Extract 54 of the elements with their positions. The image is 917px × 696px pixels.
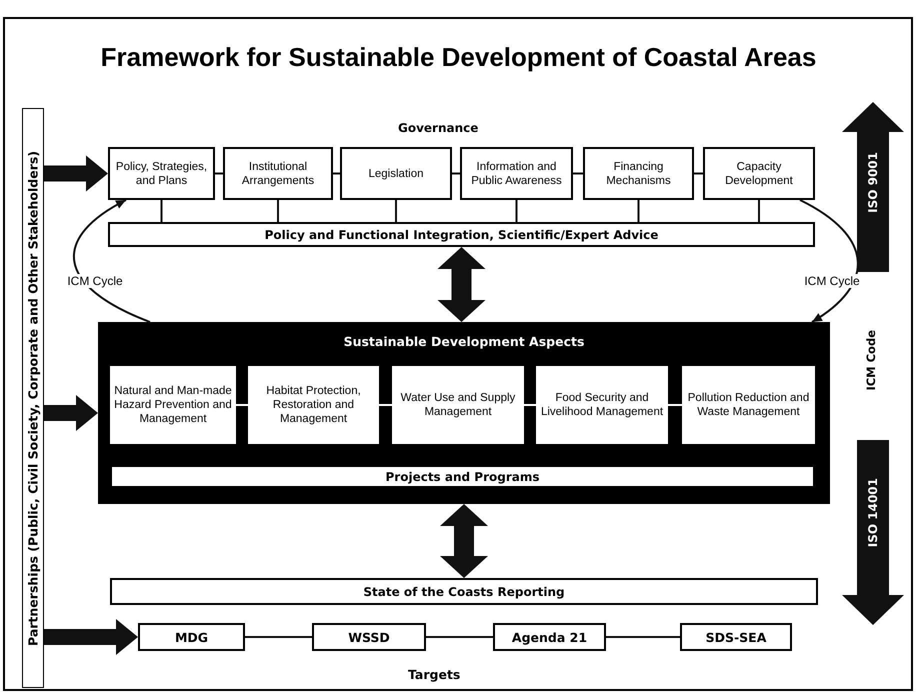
target-box: SDS-SEA [680,623,792,651]
panel-heading: Sustainable Development Aspects [344,334,584,349]
process-box: Financing Mechanisms [583,147,694,200]
diagram-title: Framework for Sustainable Development of Coastal Areas [100,42,818,73]
arrow-text: ISO 14001 [866,478,880,548]
connector-line [160,200,162,222]
target-box: MDG [138,623,245,651]
curved-arrow [800,199,859,323]
double-arrow [438,247,486,322]
connector-line [277,200,279,222]
connector-line [638,200,640,222]
curved-arrow [73,199,150,323]
up-arrow-shape [842,102,904,272]
process-box: Information and Public Awareness [460,147,573,200]
connector-line [452,172,460,174]
target-box: Agenda 21 [493,623,606,651]
aspects-panel [98,322,830,504]
connector-line [426,636,493,638]
partnership-band: Partnerships (Public, Civil Society, Corporate and Other Stakeholders) [22,108,44,688]
double-arrow [440,504,488,578]
arrow-text: ISO 9001 [866,152,880,212]
connector-line [694,172,703,174]
connector-line [236,404,248,406]
block-arrow [44,619,138,655]
process-box: Legislation [340,147,452,200]
connector-line [379,404,392,406]
connector-line [606,636,680,638]
block-arrow [44,156,108,192]
connector-line [668,404,682,406]
connector-line [573,172,583,174]
section-label: Governance [398,121,478,135]
integration-bar: Policy and Functional Integration, Scientific/Expert Advice [108,222,815,247]
process-box: Pollution Reduction and Waste Management [682,366,815,444]
target-box: WSSD [312,623,426,651]
down-arrow-shape [842,440,904,625]
process-box: Water Use and Supply Management [392,366,524,444]
connector-line [524,404,536,406]
integration-bar: State of the Coasts Reporting [110,578,818,605]
process-box: Policy, Strategies, and Plans [108,147,215,200]
process-box: Institutional Arrangements [223,147,333,200]
block-arrow [44,395,98,431]
connector-line [215,172,223,174]
side-label: ICM Code [864,330,878,391]
process-box: Habitat Protection, Restoration and Management [248,366,379,444]
process-box: Food Security and Livelihood Management [536,366,668,444]
connector-line [516,200,518,222]
connector-line [758,200,760,222]
process-box: Capacity Development [703,147,815,200]
connector-line [333,172,340,174]
connector-line [395,200,397,222]
section-label: Targets [408,667,460,682]
connector-line [245,636,312,638]
integration-bar: Projects and Programs [110,465,815,488]
process-box: Natural and Man-made Hazard Prevention and Management [110,366,236,444]
